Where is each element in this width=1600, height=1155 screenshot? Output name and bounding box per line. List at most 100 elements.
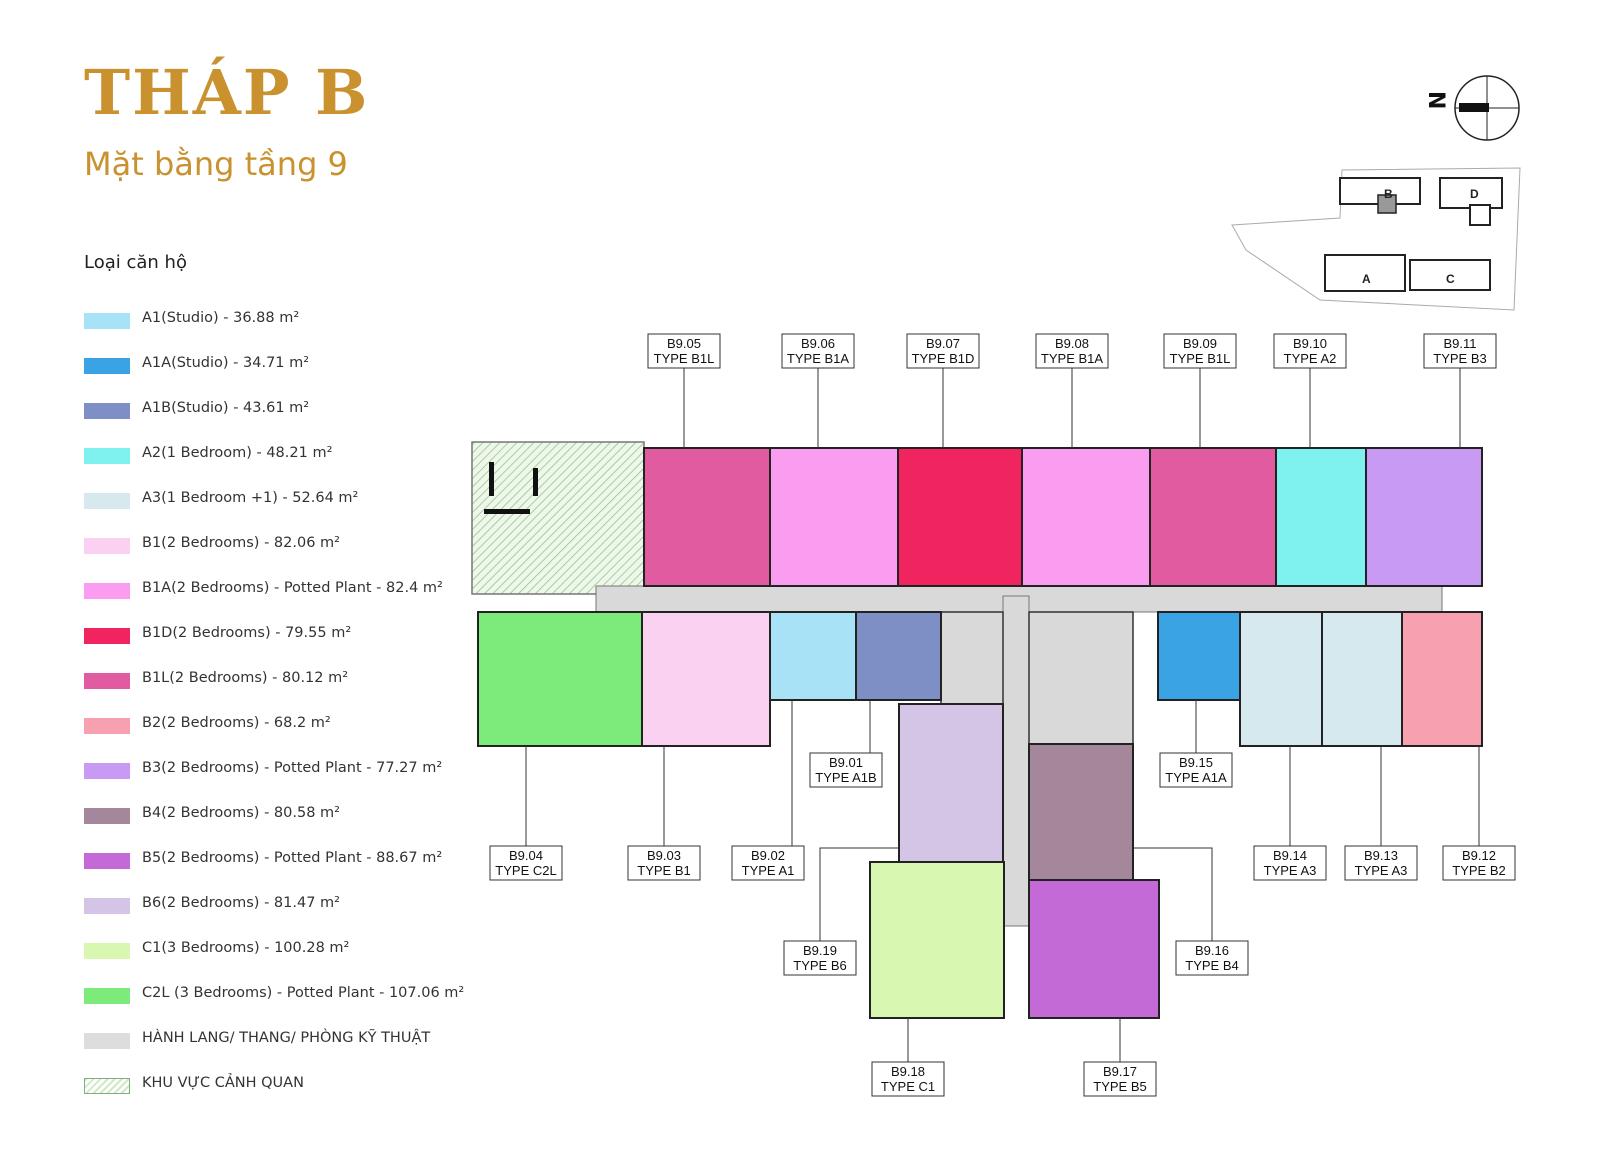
legend-label: B3(2 Bedrooms) - Potted Plant - 77.27 m²	[142, 760, 443, 776]
legend-item: B4(2 Bedrooms) - 80.58 m²	[84, 805, 474, 850]
site-boundary	[1231, 167, 1521, 311]
unit-b9-02	[769, 611, 857, 701]
unit-b9-05	[643, 447, 771, 587]
site-block-label: B	[1384, 187, 1393, 201]
compass: N	[1423, 75, 1520, 141]
legend-label: A3(1 Bedroom +1) - 52.64 m²	[142, 490, 359, 506]
unit-code: B9.14	[1273, 848, 1307, 863]
unit-b9-16	[1028, 743, 1134, 881]
unit-b9-14	[1239, 611, 1323, 747]
legend-label: A1A(Studio) - 34.71 m²	[142, 355, 310, 371]
unit-label-box	[809, 752, 883, 788]
site-block-label: A	[1362, 272, 1371, 286]
elevator-core	[1028, 611, 1134, 745]
unit-b9-03	[641, 611, 771, 747]
site-block-label: C	[1446, 272, 1455, 286]
legend-swatch	[84, 493, 130, 509]
unit-b9-11	[1365, 447, 1483, 587]
legend-label: KHU VỰC CẢNH QUAN	[142, 1075, 304, 1091]
legend-item: A1(Studio) - 36.88 m²	[84, 310, 474, 355]
legend-item: B5(2 Bedrooms) - Potted Plant - 88.67 m²	[84, 850, 474, 895]
unit-code: B9.16	[1195, 943, 1229, 958]
legend-label: B1L(2 Bedrooms) - 80.12 m²	[142, 670, 349, 686]
legend-swatch	[84, 808, 130, 824]
apartments	[477, 447, 1483, 1019]
legend-label: A1(Studio) - 36.88 m²	[142, 310, 300, 326]
page-subtitle: Mặt bằng tầng 9	[84, 145, 348, 183]
unit-type: TYPE B1L	[654, 351, 715, 366]
unit-b9-18	[869, 861, 1005, 1019]
legend-item: KHU VỰC CẢNH QUAN	[84, 1075, 474, 1120]
unit-label-box	[627, 845, 701, 881]
legend-swatch	[84, 673, 130, 689]
unit-code: B9.05	[667, 336, 701, 351]
legend-label: B1D(2 Bedrooms) - 79.55 m²	[142, 625, 352, 641]
legend-label: B4(2 Bedrooms) - 80.58 m²	[142, 805, 340, 821]
legend-swatch	[84, 358, 130, 374]
landscape-planter	[484, 509, 530, 514]
unit-type: TYPE B1A	[787, 351, 849, 366]
legend-swatch	[84, 943, 130, 959]
unit-label-box	[781, 333, 855, 369]
unit-label-box	[1159, 752, 1233, 788]
unit-label-box	[1035, 333, 1109, 369]
site-block	[1469, 204, 1491, 226]
unit-label-box	[1344, 845, 1418, 881]
unit-label-box	[1175, 940, 1249, 976]
unit-callouts	[525, 358, 1480, 1062]
legend-swatch	[84, 988, 130, 1004]
unit-b9-17	[1028, 879, 1160, 1019]
legend-label: B1A(2 Bedrooms) - Potted Plant - 82.4 m²	[142, 580, 443, 596]
site-block-label: D	[1470, 187, 1479, 201]
site-plan: B D A C	[1231, 167, 1521, 311]
legend-label: B2(2 Bedrooms) - 68.2 m²	[142, 715, 331, 731]
unit-code: B9.09	[1183, 336, 1217, 351]
legend-item: B1(2 Bedrooms) - 82.06 m²	[84, 535, 474, 580]
unit-label-box	[647, 333, 721, 369]
legend-swatch	[84, 403, 130, 419]
unit-code: B9.06	[801, 336, 835, 351]
unit-type: TYPE A3	[1264, 863, 1317, 878]
legend-item: B6(2 Bedrooms) - 81.47 m²	[84, 895, 474, 940]
legend-label: B1(2 Bedrooms) - 82.06 m²	[142, 535, 340, 551]
unit-code: B9.08	[1055, 336, 1089, 351]
unit-code: B9.10	[1293, 336, 1327, 351]
unit-code: B9.19	[803, 943, 837, 958]
legend: A1(Studio) - 36.88 m² A1A(Studio) - 34.7…	[84, 310, 474, 1120]
unit-label-box	[871, 1061, 945, 1097]
unit-type: TYPE C2L	[495, 863, 556, 878]
unit-b9-08	[1021, 447, 1151, 587]
unit-code: B9.11	[1443, 336, 1476, 351]
page-title: THÁP B	[84, 56, 370, 129]
legend-item: B2(2 Bedrooms) - 68.2 m²	[84, 715, 474, 760]
legend-swatch	[84, 763, 130, 779]
unit-code: B9.04	[509, 848, 543, 863]
legend-label: A2(1 Bedroom) - 48.21 m²	[142, 445, 333, 461]
unit-type: TYPE A3	[1355, 863, 1408, 878]
legend-swatch	[84, 853, 130, 869]
stair-core	[940, 611, 1004, 705]
unit-b9-10	[1275, 447, 1367, 587]
compass-needle-icon	[1459, 103, 1489, 112]
unit-label-box	[1442, 845, 1516, 881]
unit-type: TYPE B1L	[1170, 351, 1231, 366]
legend-swatch	[84, 538, 130, 554]
legend-swatch	[84, 628, 130, 644]
unit-type: TYPE B2	[1452, 863, 1505, 878]
legend-item: B1A(2 Bedrooms) - Potted Plant - 82.4 m²	[84, 580, 474, 625]
unit-label-box	[906, 333, 980, 369]
unit-type: TYPE A2	[1284, 351, 1337, 366]
